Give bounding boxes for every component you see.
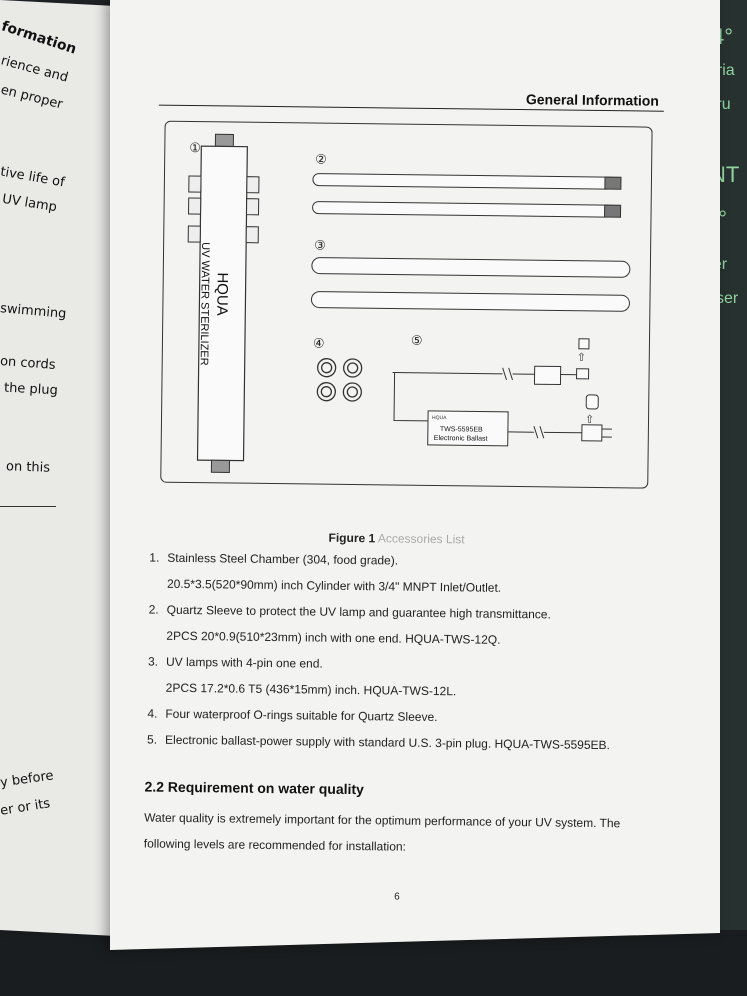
figure-marker-1: ① [189, 140, 201, 155]
list-item-number: 1. [149, 550, 160, 565]
figure-marker-3: ③ [314, 238, 326, 253]
list-item-number: 3. [147, 654, 159, 669]
left-page-line: swimming [0, 301, 67, 322]
list-item-text: Electronic ballast-power supply with sta… [165, 732, 611, 753]
figure-caption: Figure 1 Accessories List [328, 531, 464, 547]
list-item-detail: 2PCS 20*0.9(510*23mm) inch with one end.… [166, 628, 501, 647]
list-item: 3. UV lamps with 4-pin one end. [148, 655, 323, 671]
section-body-line: Water quality is extremely important for… [144, 810, 621, 831]
ballast-model: TWS-5595EB [440, 426, 483, 434]
left-page-line: rience and [0, 53, 70, 86]
steel-chamber: HQUA UV WATER STERILIZER [187, 133, 260, 473]
page-header-title: General Information [525, 91, 660, 109]
list-item-number: 5. [147, 732, 158, 747]
page-content: General Information ① ② ③ ④ ⑤ HQUA [98, 10, 720, 977]
left-page-line: on this [5, 459, 51, 476]
list-item-text: Quartz Sleeve to protect the UV lamp and… [166, 602, 551, 622]
list-item-detail: 2PCS 17.2*0.6 T5 (436*15mm) inch. HQUA-T… [165, 680, 457, 699]
list-item-detail: 20.5*3.5(520*90mm) inch Cylinder with 3/… [166, 576, 502, 595]
section-body-line: following levels are recommended for ins… [143, 836, 407, 854]
chamber-brand: HQUA [213, 272, 231, 316]
accessories-figure: ① ② ③ ④ ⑤ HQUA UV WATER STERILIZER [160, 120, 653, 489]
list-item: 1. Stainless Steel Chamber (304, food gra… [149, 551, 398, 568]
ballast-brand: HQUA [432, 415, 447, 421]
figure-marker-2: ② [315, 152, 327, 167]
left-page-line: UV lamp [1, 191, 58, 216]
electronic-ballast: ⇧ HQUA TWS-5595EB Electronic Ballast ⇧ [392, 338, 612, 447]
list-item: 4. Four waterproof O-rings suitable for Q… [147, 707, 437, 725]
ballast-label: Electronic Ballast [434, 435, 488, 443]
chamber-label: UV WATER STERILIZER [198, 242, 212, 366]
list-item-text: UV lamps with 4-pin one end. [165, 654, 323, 671]
accessories-illustration: ① ② ③ ④ ⑤ HQUA UV WATER STERILIZER [187, 133, 631, 473]
left-page-line: en proper [0, 82, 65, 113]
left-page-text: formation rience and en proper tive life… [0, 0, 118, 930]
figure-marker-4: ④ [313, 336, 325, 351]
list-item-text: Stainless Steel Chamber (304, food grade… [167, 550, 399, 568]
section-title: 2.2 Requirement on water quality [144, 778, 364, 798]
left-page-rule [0, 506, 56, 507]
figure-caption-label: Figure 1 [328, 530, 376, 546]
svg-text:⇧: ⇧ [585, 414, 594, 426]
list-item-number: 4. [147, 706, 158, 721]
figure-caption-title: Accessories List [375, 531, 465, 547]
left-page-line: y before [0, 768, 55, 791]
list-item-text: Four waterproof O-rings suitable for Qua… [165, 706, 438, 725]
figure-marker-5: ⑤ [411, 333, 423, 348]
page-number: 6 [394, 891, 400, 903]
list-item: 5. Electronic ballast-power supply with s… [147, 733, 610, 753]
left-page-line: er or its [0, 796, 52, 819]
quartz-sleeves [310, 257, 631, 312]
list-item-number: 2. [148, 602, 159, 617]
list-item: 2. Quartz Sleeve to protect the UV lamp a… [149, 603, 551, 622]
left-page-line: tive life of [0, 164, 66, 191]
left-page-line: on cords [0, 354, 57, 373]
left-page-line: formation [0, 18, 79, 58]
background-text: ser [716, 290, 739, 307]
o-rings [316, 358, 363, 402]
svg-text:⇧: ⇧ [577, 352, 586, 364]
left-page-line: the plug [3, 380, 59, 399]
uv-lamps [312, 173, 622, 218]
